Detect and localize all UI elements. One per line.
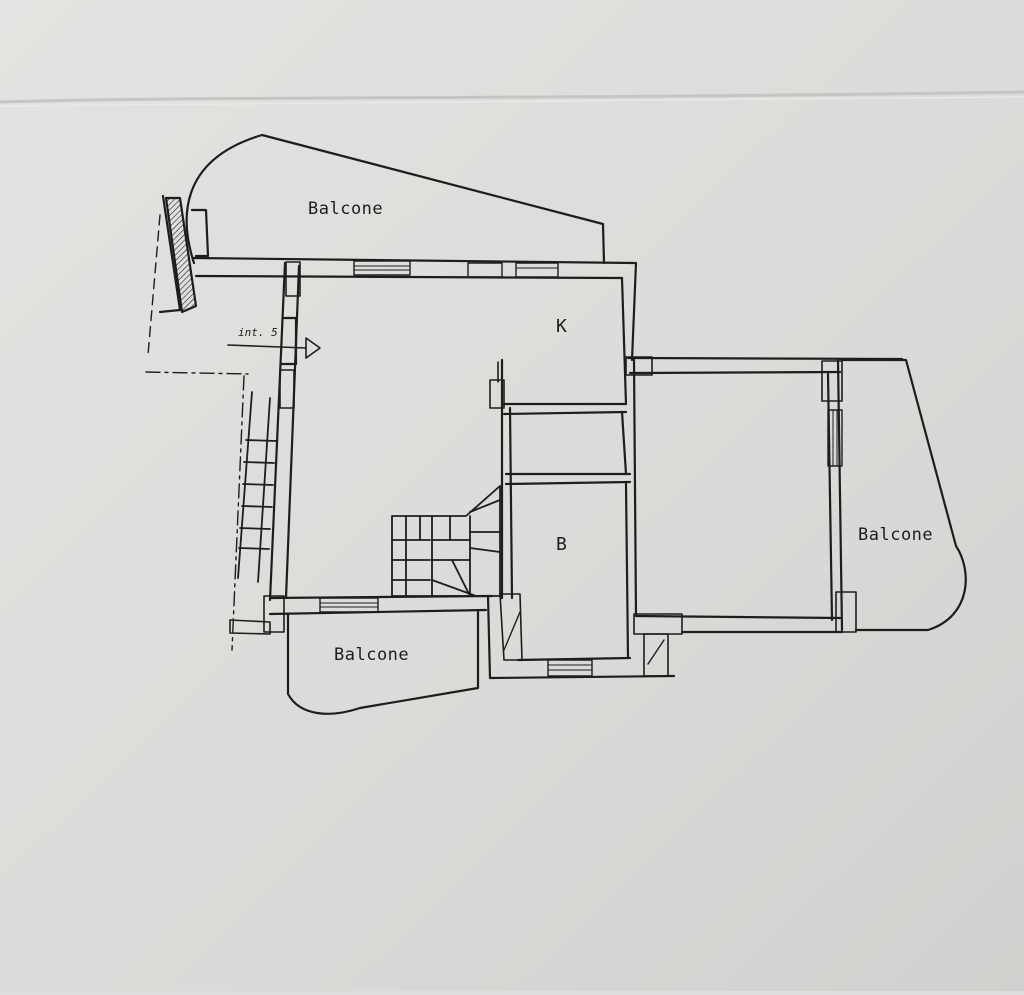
- stair-base: [229, 619, 271, 635]
- bedroom-right-pier-top: [821, 360, 843, 402]
- window-top-2: [467, 262, 503, 278]
- left-railing: [158, 194, 182, 314]
- window-top-3: [515, 262, 559, 278]
- bedroom-right-pier-bottom: [835, 591, 857, 633]
- wall-kitchen-right-outer: [630, 261, 638, 362]
- balcony-top-outline: [185, 133, 606, 265]
- wall-kitchen-right-inner: [620, 276, 628, 406]
- balcony-bottom-label: Balcone: [334, 645, 409, 665]
- wall-bath-bottom-inner: [516, 656, 632, 662]
- wall-partition-vertical-2: [508, 406, 514, 600]
- balcony-bottom-outline: [286, 610, 480, 715]
- wall-bath-right-inner: [624, 482, 630, 660]
- bathroom-label: B: [556, 534, 567, 555]
- kitchen-label: K: [556, 316, 567, 337]
- paper-fold-crease: [0, 90, 1024, 104]
- balcony-right-outline: [840, 358, 967, 632]
- bath-door: [499, 593, 523, 661]
- closet-right-wall: [620, 410, 628, 476]
- corridor-dashed-line: [145, 371, 249, 375]
- entrance-arrow-head: [305, 337, 321, 359]
- wall-bedroom-right-outer: [836, 358, 844, 632]
- wall-bedroom-bottom-outer: [634, 614, 842, 620]
- entrance-arrow-shaft: [227, 344, 307, 349]
- bedroom-bottom-pier: [633, 613, 683, 635]
- left-window-frame: [190, 208, 210, 258]
- closet-bottom-wall-2: [504, 480, 632, 486]
- wall-left-pier-1: [285, 261, 301, 297]
- corridor-dashed-line-2: [231, 375, 245, 651]
- window-bath: [547, 659, 593, 677]
- wall-bedroom-top-outer: [626, 356, 904, 361]
- balcony-right-label: Balcone: [858, 525, 933, 545]
- bedroom-corner-pier: [625, 356, 653, 376]
- wall-left-pier-2: [279, 369, 295, 409]
- balcony-top-label: Balcone: [308, 199, 383, 219]
- internal-stair: [391, 485, 501, 597]
- left-hatched-pier: [164, 196, 198, 314]
- partition-door-jamb: [489, 379, 505, 409]
- wall-bedroom-top-inner: [628, 370, 842, 375]
- entry-door-jamb: [280, 316, 298, 366]
- wall-top-outer: [192, 256, 636, 265]
- wall-bottom-corner-pier: [263, 595, 285, 633]
- window-bedroom-right: [827, 409, 843, 467]
- window-bottom: [319, 597, 379, 613]
- exterior-stair: [237, 391, 277, 583]
- plan-linework: [145, 133, 967, 715]
- wall-left-outer: [268, 261, 287, 602]
- window-top-1: [353, 260, 411, 276]
- bath-left-wall: [486, 594, 492, 680]
- entrance-label: int. 5: [238, 326, 278, 339]
- left-dashed-boundary: [147, 214, 161, 356]
- wall-partition-kitchen-2: [502, 410, 628, 416]
- wall-bath-right-outer: [632, 358, 638, 618]
